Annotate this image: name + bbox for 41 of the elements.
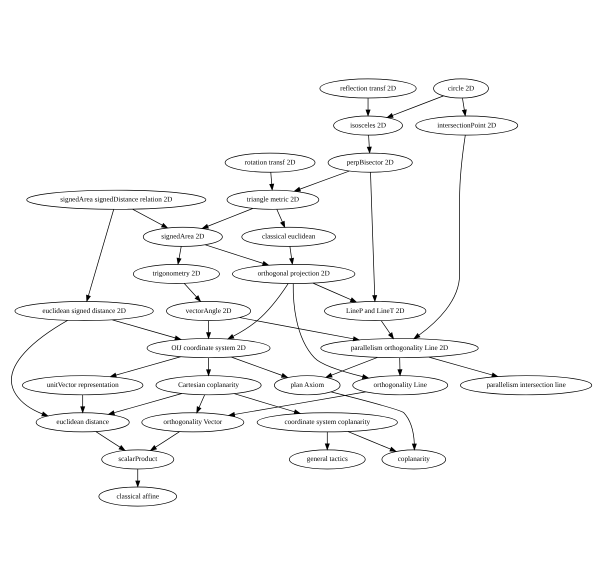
- arrow: [184, 283, 202, 302]
- arrow: [276, 209, 286, 228]
- arrow: [324, 432, 330, 451]
- arrow: [428, 356, 499, 378]
- arrow: [289, 246, 294, 266]
- arrow: [397, 358, 402, 376]
- arrow: [204, 244, 270, 266]
- arrow: [150, 431, 180, 451]
- arrow: [201, 208, 254, 229]
- arrow: [330, 392, 417, 451]
- arrow: [293, 170, 350, 192]
- arrow: [239, 317, 360, 342]
- arrow: [292, 283, 370, 380]
- arrow: [325, 357, 378, 378]
- arrow: [196, 394, 205, 414]
- arrow: [231, 356, 288, 378]
- arrow: [206, 358, 212, 376]
- arrow: [228, 392, 366, 417]
- arrow: [206, 320, 212, 340]
- arrow: [348, 431, 397, 452]
- arrow: [462, 98, 467, 117]
- arrow: [132, 208, 168, 228]
- arrow: [366, 98, 371, 117]
- arrow: [112, 320, 182, 340]
- arrow: [386, 96, 444, 118]
- arrow: [86, 209, 114, 302]
- arrow: [234, 393, 302, 414]
- arrow: [269, 172, 274, 191]
- arrow: [109, 356, 181, 378]
- arrow: [80, 394, 86, 414]
- arrow: [107, 393, 182, 416]
- arrow: [135, 468, 140, 488]
- arrow: [312, 282, 358, 302]
- arrow: [370, 172, 378, 302]
- arrow: [226, 283, 288, 340]
- arrow: [380, 320, 394, 340]
- arrow: [11, 320, 68, 416]
- arrow: [366, 134, 372, 154]
- arrow: [96, 431, 126, 451]
- arrow: [413, 134, 466, 340]
- arrow: [176, 246, 182, 266]
